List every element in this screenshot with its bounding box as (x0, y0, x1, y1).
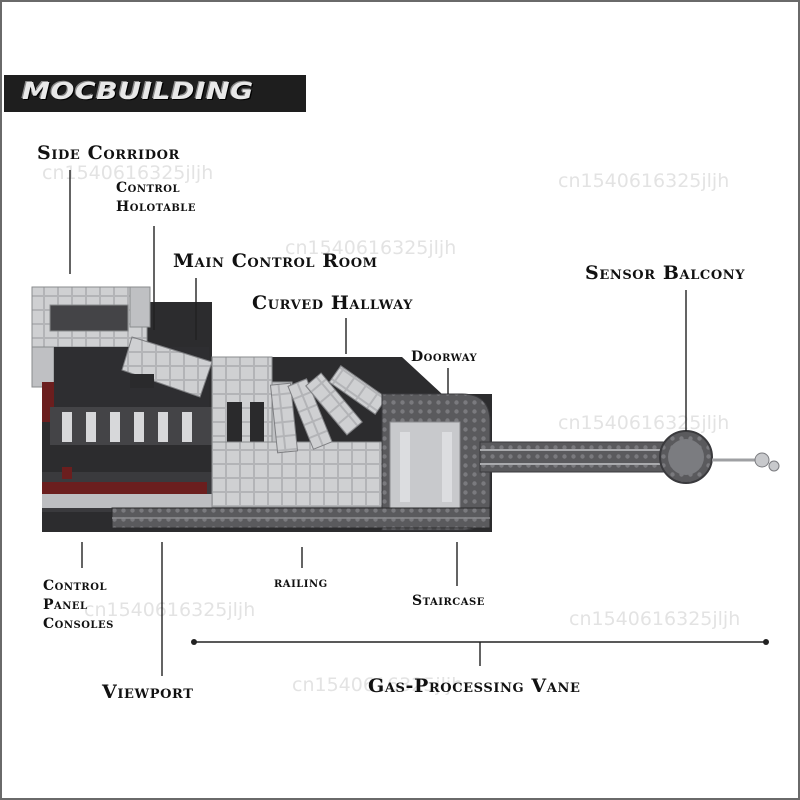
label-side-corridor: Side Corridor (37, 142, 180, 164)
label-line: Panel (43, 597, 88, 613)
watermark: cn1540616325jljh (84, 599, 256, 621)
label-line: Control (116, 180, 180, 196)
brand-banner: MOCBUILDING (4, 75, 306, 112)
watermark: cn1540616325jljh (285, 237, 457, 259)
curved-hallway-block (269, 365, 388, 454)
walkway (479, 441, 667, 473)
watermark: cn1540616325jljh (42, 162, 214, 184)
watermark: cn1540616325jljh (558, 170, 730, 192)
label-line: Holotable (116, 199, 196, 215)
dimension-end-right (763, 639, 769, 645)
label-line: Control (43, 578, 107, 594)
label-railing: railing (274, 575, 328, 591)
dimension-end-left (191, 639, 197, 645)
watermark: cn1540616325jljh (292, 674, 464, 696)
console-floor (42, 347, 217, 508)
doorway-platform (381, 393, 491, 531)
label-main-control-room: Main Control Room (173, 250, 378, 272)
label-gas-processing-vane: Gas-Processing Vane (368, 675, 581, 697)
sensor-balcony (659, 430, 780, 484)
label-curved-hallway: Curved Hallway (252, 292, 414, 314)
label-control-panel-consoles: Control Panel Consoles (43, 577, 114, 634)
railing-strip (111, 507, 491, 529)
side-corridor-block (31, 286, 151, 422)
label-control-holotable: Control Holotable (116, 179, 196, 217)
label-line: Consoles (43, 616, 114, 632)
brand-logo: MOCBUILDING (22, 79, 254, 105)
label-doorway: Doorway (411, 349, 478, 365)
label-staircase: Staircase (412, 593, 485, 609)
label-sensor-balcony: Sensor Balcony (585, 262, 746, 284)
label-viewport: Viewport (102, 681, 194, 703)
holotable-block (121, 336, 213, 398)
watermark: cn1540616325jljh (569, 608, 741, 630)
